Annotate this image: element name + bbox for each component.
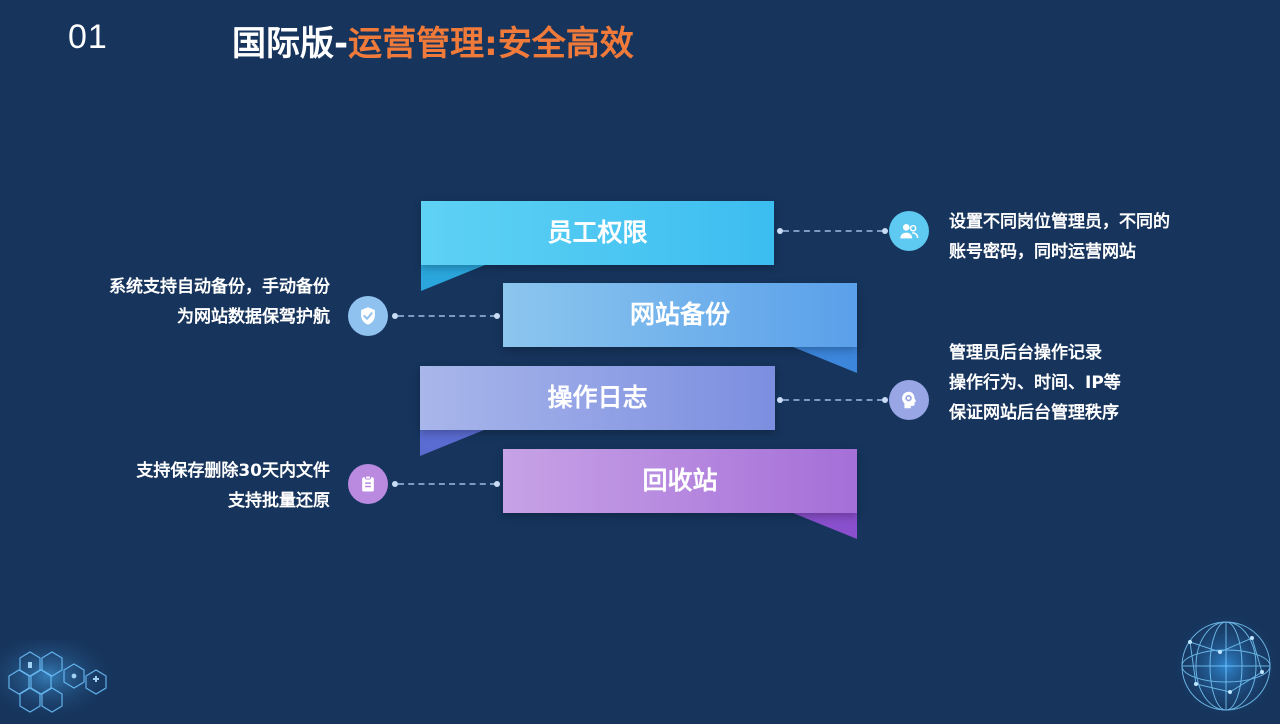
title-accent: 运营管理:安全高效 [348, 24, 634, 64]
feature-description-operation-log: 管理员后台操作记录 操作行为、时间、IP等 保证网站后台管理秩序 [949, 338, 1121, 428]
feature-ribbon-operation-log: 操作日志 [420, 366, 775, 430]
feature-description-staff-permissions: 设置不同岗位管理员，不同的 账号密码，同时运营网站 [949, 207, 1170, 267]
ribbon-fold [420, 430, 484, 456]
globe-network-decoration [1170, 612, 1280, 724]
connector-line [783, 230, 883, 232]
description-line: 为网站数据保驾护航 [177, 307, 330, 327]
head-gear-icon [889, 380, 929, 420]
connector-dot [777, 228, 783, 234]
shield-check-icon [348, 296, 388, 336]
description-line: 账号密码，同时运营网站 [949, 242, 1136, 262]
feature-ribbon-staff-permissions: 员工权限 [421, 201, 774, 265]
connector-dot [494, 481, 500, 487]
connector-dot [392, 481, 398, 487]
connector-dot [494, 313, 500, 319]
ribbon-fold [421, 265, 485, 291]
connector-dot [777, 397, 783, 403]
feature-ribbon-site-backup: 网站备份 [503, 283, 857, 347]
description-line: 操作行为、时间、IP等 [949, 373, 1121, 393]
connector-line [398, 483, 496, 485]
medical-hexagon-decoration [0, 640, 120, 724]
description-line: 设置不同岗位管理员，不同的 [949, 212, 1170, 232]
description-line: 支持保存删除30天内文件 [136, 461, 330, 481]
clipboard-icon [348, 464, 388, 504]
feature-description-recycle-bin: 支持保存删除30天内文件 支持批量还原 [60, 456, 330, 516]
users-icon [889, 211, 929, 251]
description-line: 系统支持自动备份，手动备份 [109, 277, 330, 297]
slide-number: 01 [68, 18, 108, 56]
description-line: 支持批量还原 [228, 491, 330, 511]
title-prefix: 国际版- [232, 24, 349, 64]
connector-dot [392, 313, 398, 319]
connector-line [398, 315, 496, 317]
description-line: 保证网站后台管理秩序 [949, 403, 1119, 423]
feature-description-site-backup: 系统支持自动备份，手动备份 为网站数据保驾护航 [60, 272, 330, 332]
feature-ribbon-recycle-bin: 回收站 [503, 449, 857, 513]
connector-dot [882, 397, 888, 403]
ribbon-fold [793, 347, 857, 373]
description-line: 管理员后台操作记录 [949, 343, 1102, 363]
connector-line [783, 399, 883, 401]
ribbon-fold [793, 513, 857, 539]
page-title: 国际版-运营管理:安全高效 [232, 16, 634, 65]
connector-dot [882, 228, 888, 234]
